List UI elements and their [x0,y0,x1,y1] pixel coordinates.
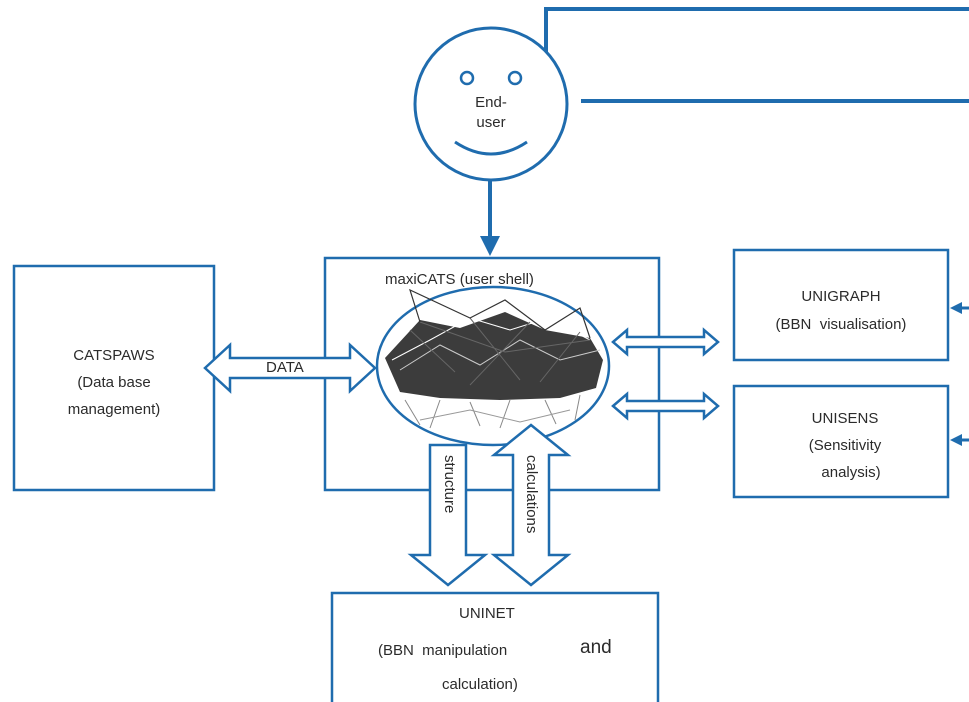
smile-icon [454,140,528,156]
catspaws-box [12,264,216,492]
calculations-arrow [490,423,572,587]
unisens-feed-arrow-icon [950,434,962,446]
uninet-label-line1: UNINET [459,605,515,622]
maxicats-title: maxiCATS (user shell) [385,271,534,288]
unisens-label-line3: analysis) [821,464,881,481]
right-eye-icon [507,70,523,86]
unigraph-label: UNIGRAPH (BBN visualisation) [734,283,948,339]
catspaws-label-line2: (Data base [77,374,151,391]
end-user-label-line2: user [476,114,506,131]
end-user-circle [413,26,569,182]
structure-arrow [407,443,489,587]
end-user-label: End- user [461,93,521,133]
unigraph-label-line1: UNIGRAPH [801,288,881,305]
uninet-box [330,591,660,702]
end-user-line-top [540,7,969,57]
uninet-label-line2b: and [580,637,612,658]
left-eye-icon [459,70,475,86]
unigraph-box [732,248,950,362]
catspaws-label-line1: CATSPAWS [73,347,155,364]
unisens-label-line1: UNISENS [811,410,879,427]
catspaws-label: CATSPAWS (Data base management) [14,342,214,423]
unisens-label-line2: (Sensitivity [808,437,882,454]
network-graph-picture [385,288,603,429]
end-user-down-arrow-head [480,236,500,256]
unisens-box [732,384,950,499]
structure-arrow-label: structure [441,455,458,514]
data-double-arrow [203,342,377,394]
data-arrow-label: DATA [266,359,304,376]
end-user-label-line1: End- [475,94,507,111]
uninet-label-line2a: (BBN manipulation [378,642,508,659]
calculations-arrow-label: calculations [523,455,540,534]
unigraph-feed-arrow-icon [950,302,962,314]
uninet-label-line3: calculation) [442,676,518,693]
catspaws-label-line3: management) [67,401,161,418]
unigraph-double-arrow [611,327,720,357]
unigraph-label-line2: (BBN visualisation) [775,316,907,333]
unisens-label: UNISENS (Sensitivity analysis) [760,405,930,486]
unisens-double-arrow [611,391,720,421]
